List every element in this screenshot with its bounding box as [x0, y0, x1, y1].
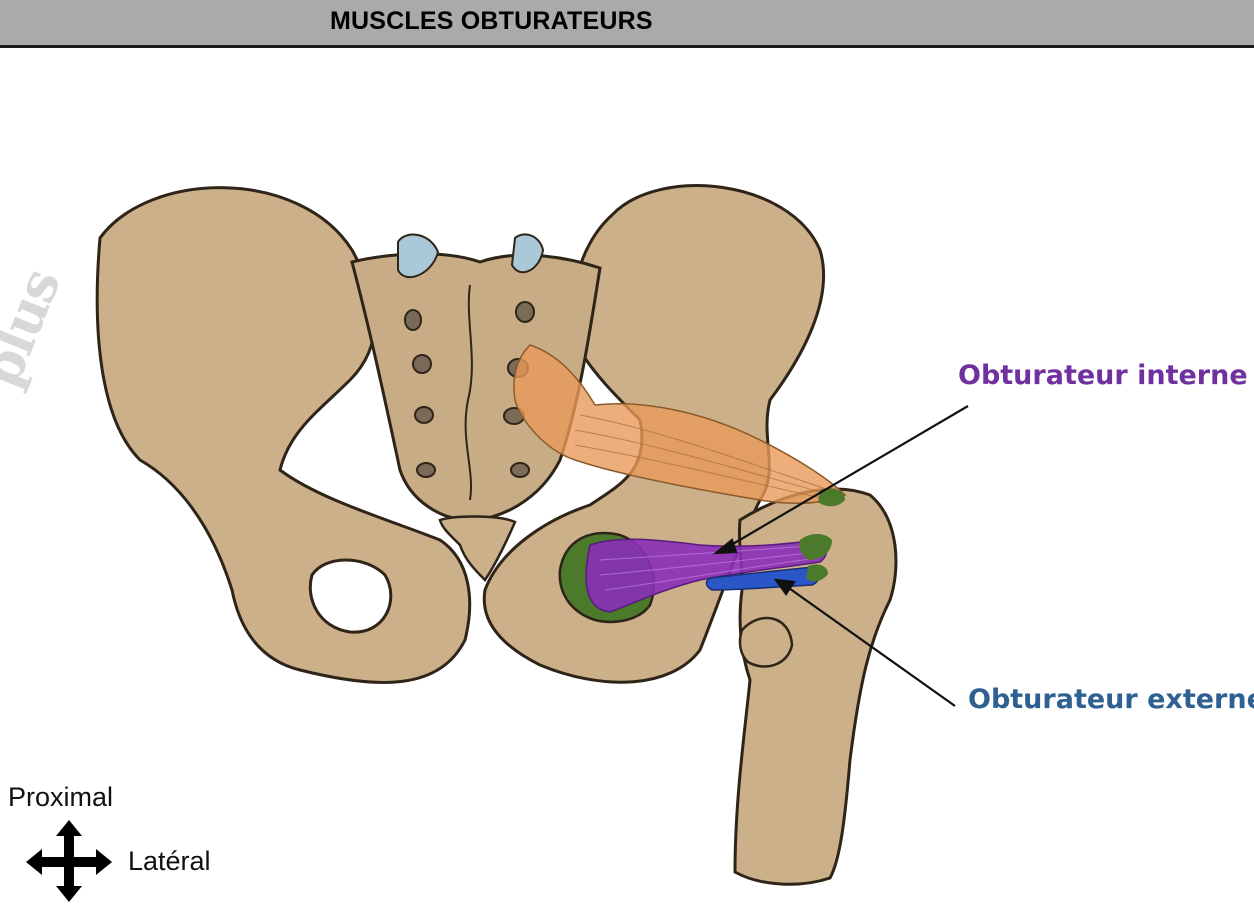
- page-title: MUSCLES OBTURATEURS: [330, 7, 653, 35]
- orientation-proximal-label: Proximal: [8, 782, 114, 812]
- piriformis-fibers: [574, 414, 836, 501]
- pointer-lines: [712, 405, 969, 707]
- piriformis-insertion: [818, 488, 845, 507]
- sacral-crest: [464, 284, 473, 501]
- sacral-foramina: [404, 301, 535, 478]
- coccyx: [438, 515, 517, 582]
- orientation-cross-icon: [26, 820, 112, 902]
- right-sacral-cartilage: [510, 233, 545, 274]
- piriformis-muscle: [513, 344, 847, 505]
- orientation-lateral-label: Latéral: [128, 846, 211, 876]
- left-sacral-cartilage: [397, 233, 440, 279]
- externus-insertion: [806, 564, 828, 582]
- left-obturator-foramen: [308, 558, 393, 634]
- lesser-trochanter: [738, 616, 794, 668]
- header-bar: MUSCLES OBTURATEURS: [0, 0, 1254, 48]
- label-obturator-externus: Obturateur externe: [968, 684, 1254, 715]
- label-obturator-internus: Obturateur interne: [958, 360, 1248, 391]
- internus-insertion: [799, 534, 832, 560]
